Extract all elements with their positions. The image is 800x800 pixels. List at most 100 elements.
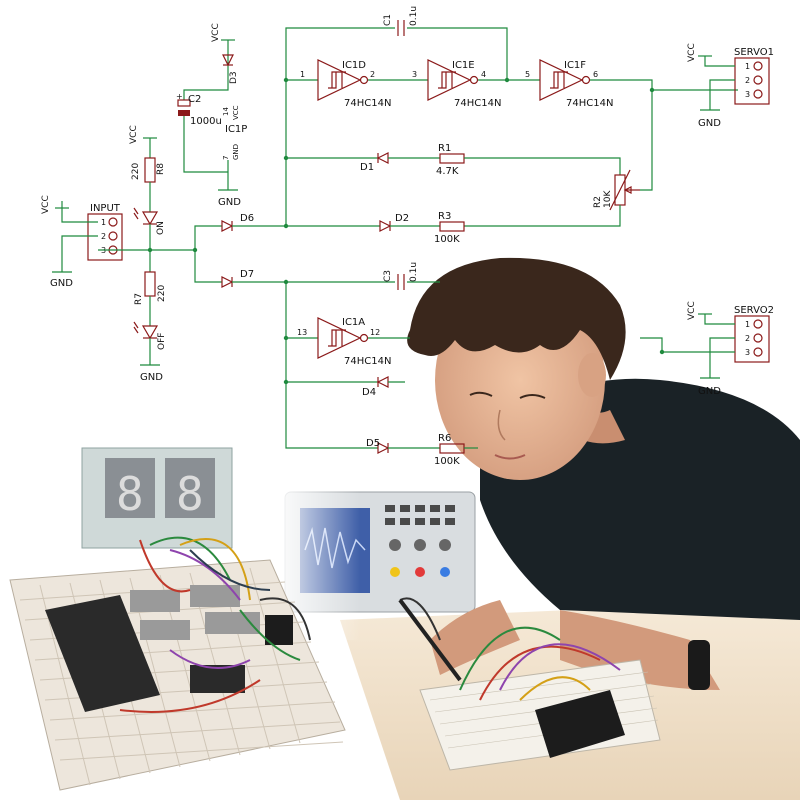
svg-text:220: 220	[157, 285, 167, 302]
svg-text:D3: D3	[229, 71, 239, 84]
schematic: INPUT 1 2 3 VCC GND VCC R8 220	[41, 6, 774, 467]
svg-text:VCC: VCC	[211, 23, 221, 42]
svg-text:D1: D1	[360, 162, 374, 173]
input-name: INPUT	[90, 203, 121, 214]
svg-text:14: 14	[222, 107, 230, 116]
svg-text:GND: GND	[50, 278, 73, 289]
svg-text:3: 3	[412, 70, 417, 79]
svg-text:+: +	[176, 92, 183, 101]
svg-text:GND: GND	[232, 144, 240, 160]
svg-text:74HC14N: 74HC14N	[344, 356, 391, 367]
vcc-symbol-servo2: VCC	[687, 301, 712, 320]
svg-text:74HC14N: 74HC14N	[344, 98, 391, 109]
svg-text:GND: GND	[698, 118, 721, 129]
svg-text:IC1P: IC1P	[225, 124, 247, 135]
inverter-ic1d: IC1D 74HC14N 2	[317, 59, 391, 109]
svg-text:4: 4	[481, 70, 486, 79]
svg-text:SERVO1: SERVO1	[734, 47, 774, 58]
svg-text:0.1u: 0.1u	[409, 262, 419, 282]
svg-text:74HC14N: 74HC14N	[566, 98, 613, 109]
svg-text:3: 3	[745, 90, 750, 99]
svg-text:12: 12	[370, 328, 380, 337]
diode-d4: D4	[362, 376, 389, 398]
gnd-symbol-led: GND	[140, 364, 163, 383]
input-pin1: 1	[101, 218, 106, 227]
servo1-connector: SERVO1 1 2 3	[734, 47, 774, 105]
diode-d7: D7	[221, 269, 254, 288]
capacitor-c1: C1 0.1u	[383, 6, 419, 36]
svg-text:D2: D2	[395, 213, 409, 224]
svg-text:IC1D: IC1D	[342, 60, 366, 71]
resistor-r8: R8 220	[131, 157, 166, 183]
diode-d3: D3	[222, 54, 239, 84]
inverter-ic1a: IC1A 74HC14N 12	[317, 317, 391, 367]
svg-text:R2: R2	[593, 196, 603, 208]
svg-text:1: 1	[745, 62, 750, 71]
svg-text:74HC14N: 74HC14N	[454, 98, 501, 109]
photo-kit: 8 8	[9, 447, 346, 791]
svg-text:4.7K: 4.7K	[436, 166, 459, 177]
svg-text:1: 1	[300, 70, 305, 79]
input-pin2: 2	[101, 232, 106, 241]
svg-text:7: 7	[222, 156, 230, 160]
svg-text:0.1u: 0.1u	[409, 6, 419, 26]
inverter-ic1e: IC1E 74HC14N 4	[427, 59, 501, 109]
gnd-symbol-servo2: GND	[698, 377, 721, 397]
svg-text:D7: D7	[240, 269, 254, 280]
svg-text:GND: GND	[218, 197, 241, 208]
svg-text:8: 8	[176, 467, 204, 521]
svg-text:13: 13	[297, 328, 307, 337]
svg-text:OFF: OFF	[157, 333, 167, 350]
svg-text:D6: D6	[240, 213, 254, 224]
svg-text:VCC: VCC	[129, 125, 139, 144]
svg-text:100K: 100K	[434, 456, 460, 467]
vcc-symbol-r8: VCC	[129, 125, 157, 144]
svg-text:IC1A: IC1A	[342, 317, 365, 328]
svg-text:R6: R6	[438, 433, 451, 444]
svg-text:SERVO2: SERVO2	[734, 305, 774, 316]
svg-text:1000u: 1000u	[190, 116, 222, 127]
svg-text:C2: C2	[188, 94, 201, 105]
svg-text:GND: GND	[140, 372, 163, 383]
resistor-r3: R3 100K	[434, 211, 465, 245]
svg-text:100K: 100K	[434, 234, 460, 245]
svg-text:R1: R1	[438, 143, 451, 154]
servo2-connector: SERVO2 1 2 3	[734, 305, 774, 363]
svg-text:R3: R3	[438, 211, 451, 222]
svg-text:5: 5	[525, 70, 530, 79]
diode-d5: D5	[366, 438, 390, 454]
svg-text:VCC: VCC	[687, 43, 697, 62]
svg-text:C3: C3	[383, 270, 393, 282]
svg-text:6: 6	[593, 70, 598, 79]
svg-text:2: 2	[745, 334, 750, 343]
gnd-symbol-servo1: GND	[698, 109, 721, 129]
svg-text:D4: D4	[362, 387, 376, 398]
gnd-symbol-input: GND	[50, 271, 73, 289]
svg-text:IC1F: IC1F	[564, 60, 586, 71]
diode-d1: D1	[360, 152, 389, 173]
input-connector: INPUT 1 2 3	[87, 203, 123, 261]
svg-text:VCC: VCC	[687, 301, 697, 320]
diode-d6: D6	[221, 213, 254, 232]
svg-text:ON: ON	[156, 221, 166, 235]
svg-text:D5: D5	[366, 438, 380, 449]
diode-d2: D2	[379, 213, 409, 232]
svg-text:1: 1	[745, 320, 750, 329]
vcc-symbol-ic1p: VCC	[211, 23, 235, 52]
vcc-symbol-input: VCC	[41, 195, 69, 214]
resistor-r1: R1 4.7K	[436, 143, 465, 177]
svg-text:220: 220	[131, 163, 141, 180]
vcc-symbol-servo1: VCC	[687, 43, 712, 62]
svg-text:R8: R8	[156, 163, 166, 175]
potentiometer-r2: R2 10K	[593, 169, 640, 211]
capacitor-c2: + C2 1000u	[176, 92, 222, 127]
ic1p-power-pins: 14 VCC IC1P 7 GND	[222, 105, 247, 160]
led-on: ON	[133, 207, 166, 235]
svg-text:8: 8	[116, 467, 144, 521]
svg-text:VCC: VCC	[232, 105, 240, 120]
svg-text:2: 2	[370, 70, 375, 79]
svg-text:IC1E: IC1E	[452, 60, 475, 71]
capacitor-c3: C3 0.1u	[383, 262, 419, 290]
svg-text:C1: C1	[383, 14, 393, 26]
